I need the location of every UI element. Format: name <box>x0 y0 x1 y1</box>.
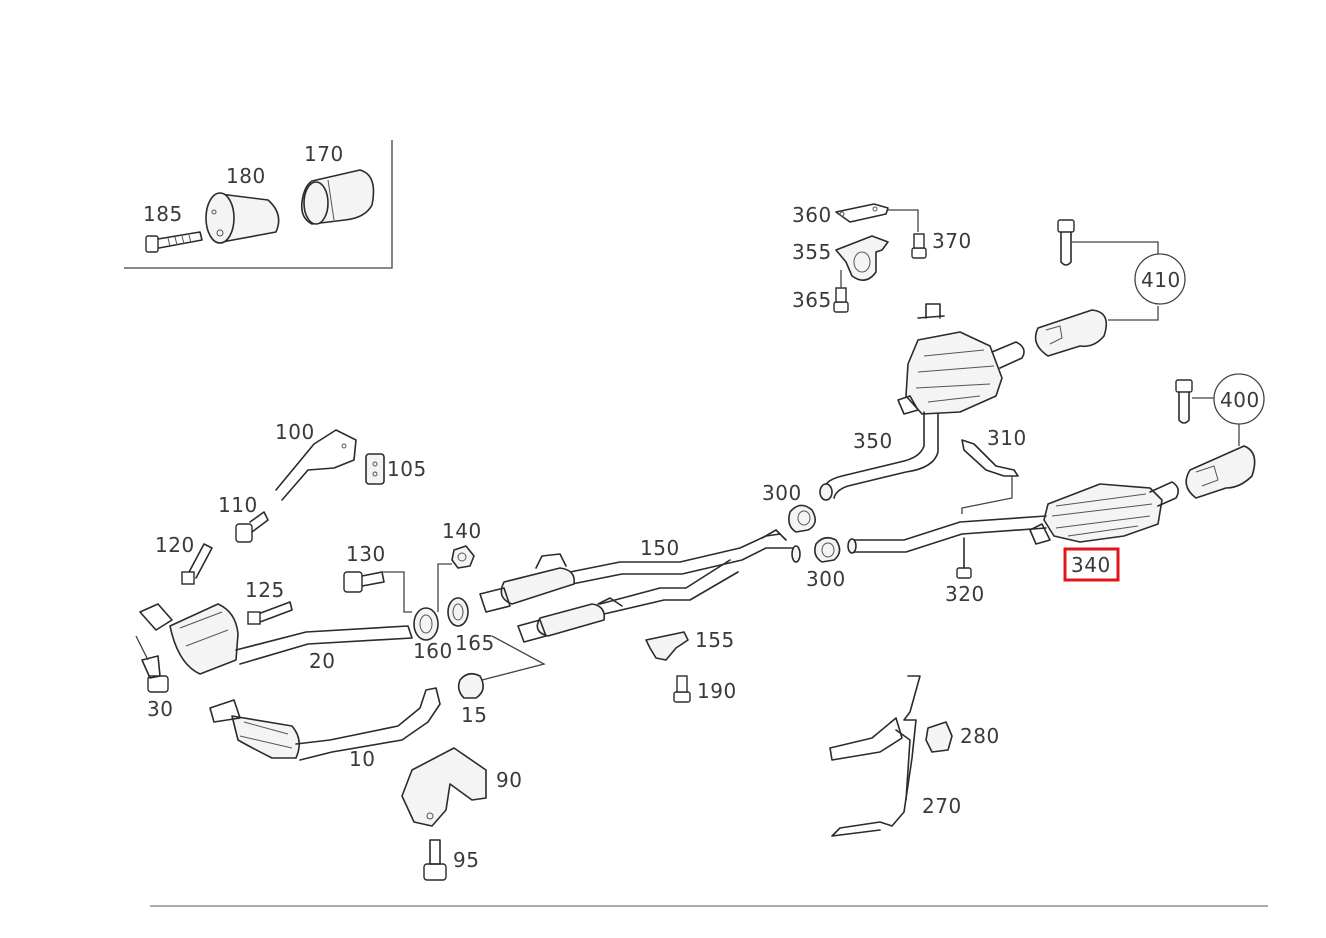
bolt-icon[interactable] <box>145 231 203 253</box>
hanger-bracket-upper[interactable] <box>835 203 889 223</box>
label-160[interactable]: 160 <box>413 639 453 663</box>
bolt-icon[interactable] <box>1057 219 1075 266</box>
rear-muffler-340[interactable] <box>1029 481 1180 545</box>
bolt-icon[interactable] <box>833 287 849 313</box>
label-140[interactable]: 140 <box>442 519 482 543</box>
label-280[interactable]: 280 <box>960 724 1000 748</box>
label-10[interactable]: 10 <box>349 747 375 771</box>
oxygen-sensor-icon[interactable] <box>247 601 293 625</box>
label-300-lower[interactable]: 300 <box>806 567 846 591</box>
bolt-icon[interactable] <box>673 675 691 703</box>
gasket-160[interactable] <box>413 607 439 641</box>
hanger-155[interactable] <box>645 631 689 661</box>
bolt-icon[interactable] <box>911 233 927 259</box>
bolt-icon[interactable] <box>956 537 972 579</box>
intermediate-pipe-rear[interactable] <box>847 515 1047 554</box>
label-190[interactable]: 190 <box>697 679 737 703</box>
plate-105[interactable] <box>365 453 385 485</box>
label-90[interactable]: 90 <box>496 768 522 792</box>
label-355[interactable]: 355 <box>792 240 832 264</box>
label-165[interactable]: 165 <box>455 631 495 655</box>
label-155[interactable]: 155 <box>695 628 735 652</box>
label-30[interactable]: 30 <box>147 697 173 721</box>
label-20[interactable]: 20 <box>309 649 335 673</box>
label-400[interactable]: 400 <box>1220 388 1260 412</box>
intermediate-pipe-150[interactable] <box>569 529 801 615</box>
rubber-mount-280[interactable] <box>925 721 953 753</box>
label-100[interactable]: 100 <box>275 420 315 444</box>
bracket-310[interactable] <box>961 439 1019 477</box>
label-340[interactable]: 340 <box>1071 553 1111 577</box>
heat-shield-90[interactable] <box>401 747 487 827</box>
rear-bracket-270[interactable] <box>829 675 921 837</box>
label-310[interactable]: 310 <box>987 426 1027 450</box>
label-120[interactable]: 120 <box>155 533 195 557</box>
clamp-icon[interactable] <box>788 504 816 533</box>
label-130[interactable]: 130 <box>346 542 386 566</box>
catalytic-converter-icon[interactable] <box>479 553 576 613</box>
oxygen-sensor-icon[interactable] <box>181 543 213 585</box>
bolt-icon[interactable] <box>343 571 385 593</box>
sleeve-part[interactable] <box>300 169 375 225</box>
label-350[interactable]: 350 <box>853 429 893 453</box>
label-95[interactable]: 95 <box>453 848 479 872</box>
tailpipe-trim-right[interactable] <box>1185 445 1256 499</box>
label-365[interactable]: 365 <box>792 288 832 312</box>
label-15[interactable]: 15 <box>461 703 487 727</box>
rubber-hanger-mount[interactable] <box>835 235 889 281</box>
heat-shield-bracket-100[interactable] <box>275 429 357 501</box>
label-180[interactable]: 180 <box>226 164 266 188</box>
rear-muffler-left[interactable] <box>897 303 1025 415</box>
gasket-165[interactable] <box>447 597 469 627</box>
pipe-350[interactable] <box>819 411 939 501</box>
front-pipe-20[interactable] <box>139 603 413 675</box>
clamp-icon[interactable] <box>457 672 484 699</box>
label-410[interactable]: 410 <box>1141 268 1181 292</box>
label-125[interactable]: 125 <box>245 578 285 602</box>
bolt-icon[interactable] <box>235 511 269 543</box>
tailpipe-trim-left[interactable] <box>1034 309 1108 357</box>
label-270[interactable]: 270 <box>922 794 962 818</box>
label-185[interactable]: 185 <box>143 202 183 226</box>
bolt-icon[interactable] <box>423 839 447 881</box>
label-105[interactable]: 105 <box>387 457 427 481</box>
nut-140[interactable] <box>451 545 475 569</box>
label-360[interactable]: 360 <box>792 203 832 227</box>
front-pipe-10[interactable] <box>209 687 441 761</box>
label-300-upper[interactable]: 300 <box>762 481 802 505</box>
highlight-box <box>1063 547 1120 582</box>
catalytic-converter-icon[interactable] <box>517 597 623 643</box>
label-320[interactable]: 320 <box>945 582 985 606</box>
label-170[interactable]: 170 <box>304 142 344 166</box>
label-110[interactable]: 110 <box>218 493 258 517</box>
bolt-icon[interactable] <box>141 655 169 693</box>
reducer-part[interactable] <box>205 192 280 244</box>
clamp-icon[interactable] <box>814 536 841 563</box>
label-150[interactable]: 150 <box>640 536 680 560</box>
inset-frame <box>124 140 393 269</box>
bolt-icon[interactable] <box>1175 379 1193 424</box>
label-370[interactable]: 370 <box>932 229 972 253</box>
